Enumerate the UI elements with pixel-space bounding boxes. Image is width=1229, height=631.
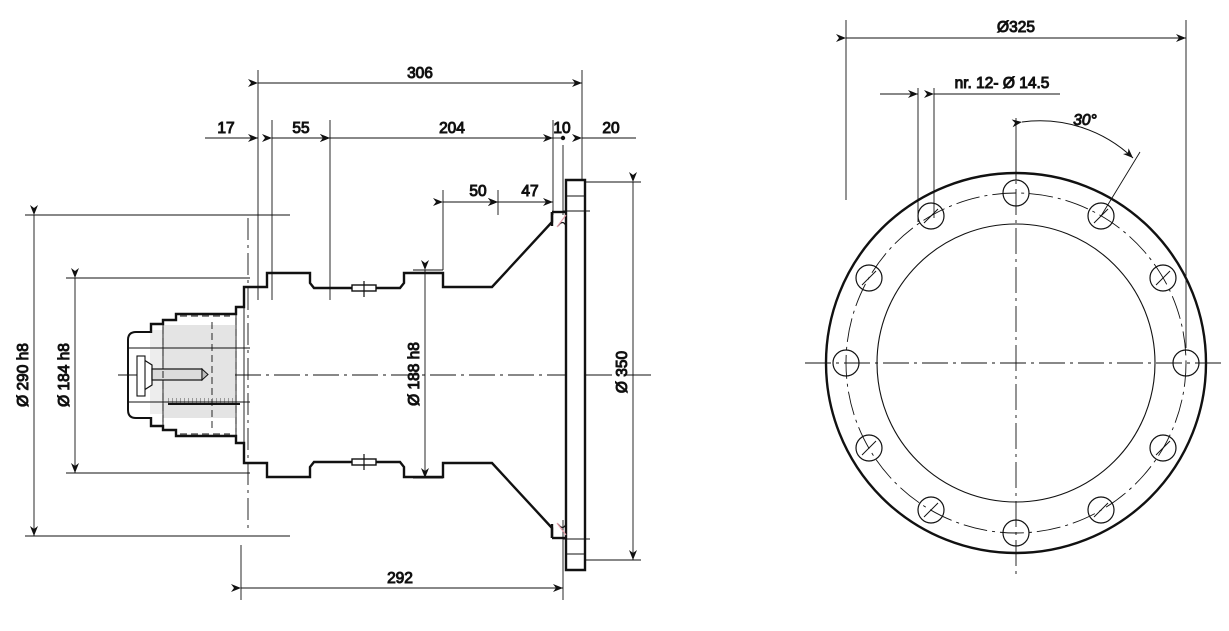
bolt-hole [1087,202,1115,230]
dimension-label-10: 10 [553,120,571,137]
dimension-label-holes: nr. 12- Ø 14.5 [955,75,1050,92]
thread-hatching [168,398,240,405]
hole-tick [923,502,939,518]
dimension-label-17: 17 [217,120,234,137]
dimension-label-350: Ø 350 [614,351,631,394]
hole-tick [923,208,939,224]
dimension-label-184: Ø 184 h8 [56,343,73,407]
dimension-label-306: 306 [407,65,433,82]
angle-arc-30 [1011,119,1134,159]
dimension-group-325: Ø325 [836,19,1187,348]
screw-boss [136,355,146,397]
dimension-label-325: Ø325 [997,19,1035,36]
hole-tick [861,270,877,286]
endcap-upper [127,331,151,341]
flange-outline [564,178,587,572]
flange-plate [550,178,590,572]
hole-tick [861,440,877,456]
relief-mark-lower [556,522,567,536]
dimension-group-vertical-left: Ø 290 h8 Ø 184 h8 [15,205,290,537]
bolt-hole [1149,264,1177,292]
screw-detail [136,355,209,397]
dimension-group-mid: 50 47 [433,183,553,270]
front-view-geometry: Ø325 nr. 12- Ø 14.5 30° [805,19,1225,578]
hole-tick [1155,440,1171,456]
screw-tip [201,367,209,382]
dimension-label-47: 47 [521,183,538,200]
angle-witness-radial [1100,151,1141,217]
bolt-hole [855,434,883,462]
bolt-hole-group [832,179,1200,547]
dimension-label-292: 292 [387,570,413,587]
endcap-lower [127,409,151,419]
hole-tick [1155,270,1171,286]
bolt-hole [1002,519,1030,547]
inner-bore-circle [876,223,1156,503]
dimension-label-30: 30° [1073,112,1096,129]
dimension-group-holes: nr. 12- Ø 14.5 [880,75,1060,222]
dimension-label-50: 50 [469,183,487,200]
hole-tick [1093,502,1109,518]
relief-mark-upper [556,214,567,228]
dimension-group-vertical-mid: Ø 188 h8 [406,260,443,479]
bolt-hole [917,496,945,524]
dimension-label-188: Ø 188 h8 [406,342,423,406]
keyway-marks [351,281,377,470]
dimension-label-55: 55 [292,120,309,137]
thread-hatch-fill [168,398,240,404]
section-geometry [118,178,652,572]
dimension-label-20: 20 [602,120,620,137]
dimension-group-bottom: 292 [231,520,564,600]
body-profile-lower [149,417,554,538]
hole-tick-group [861,208,1171,518]
body-profile-upper [149,212,554,333]
dimension-label-204: 204 [439,120,465,137]
bolt-hole [832,349,860,377]
dimension-group-top: 306 17 55 204 10 20 [205,65,636,300]
bolt-circle-325 [845,192,1187,534]
bolt-hole [1087,496,1115,524]
dimension-group-angle: 30° [1011,112,1141,217]
screw-shank [151,368,203,381]
bolt-hole [1149,434,1177,462]
dimension-dot-10 [560,135,566,141]
dimension-group-vertical-right: Ø 350 [585,172,641,561]
bolt-hole [855,264,883,292]
dimension-label-290: Ø 290 h8 [15,343,32,407]
bolt-hole [1172,349,1200,377]
